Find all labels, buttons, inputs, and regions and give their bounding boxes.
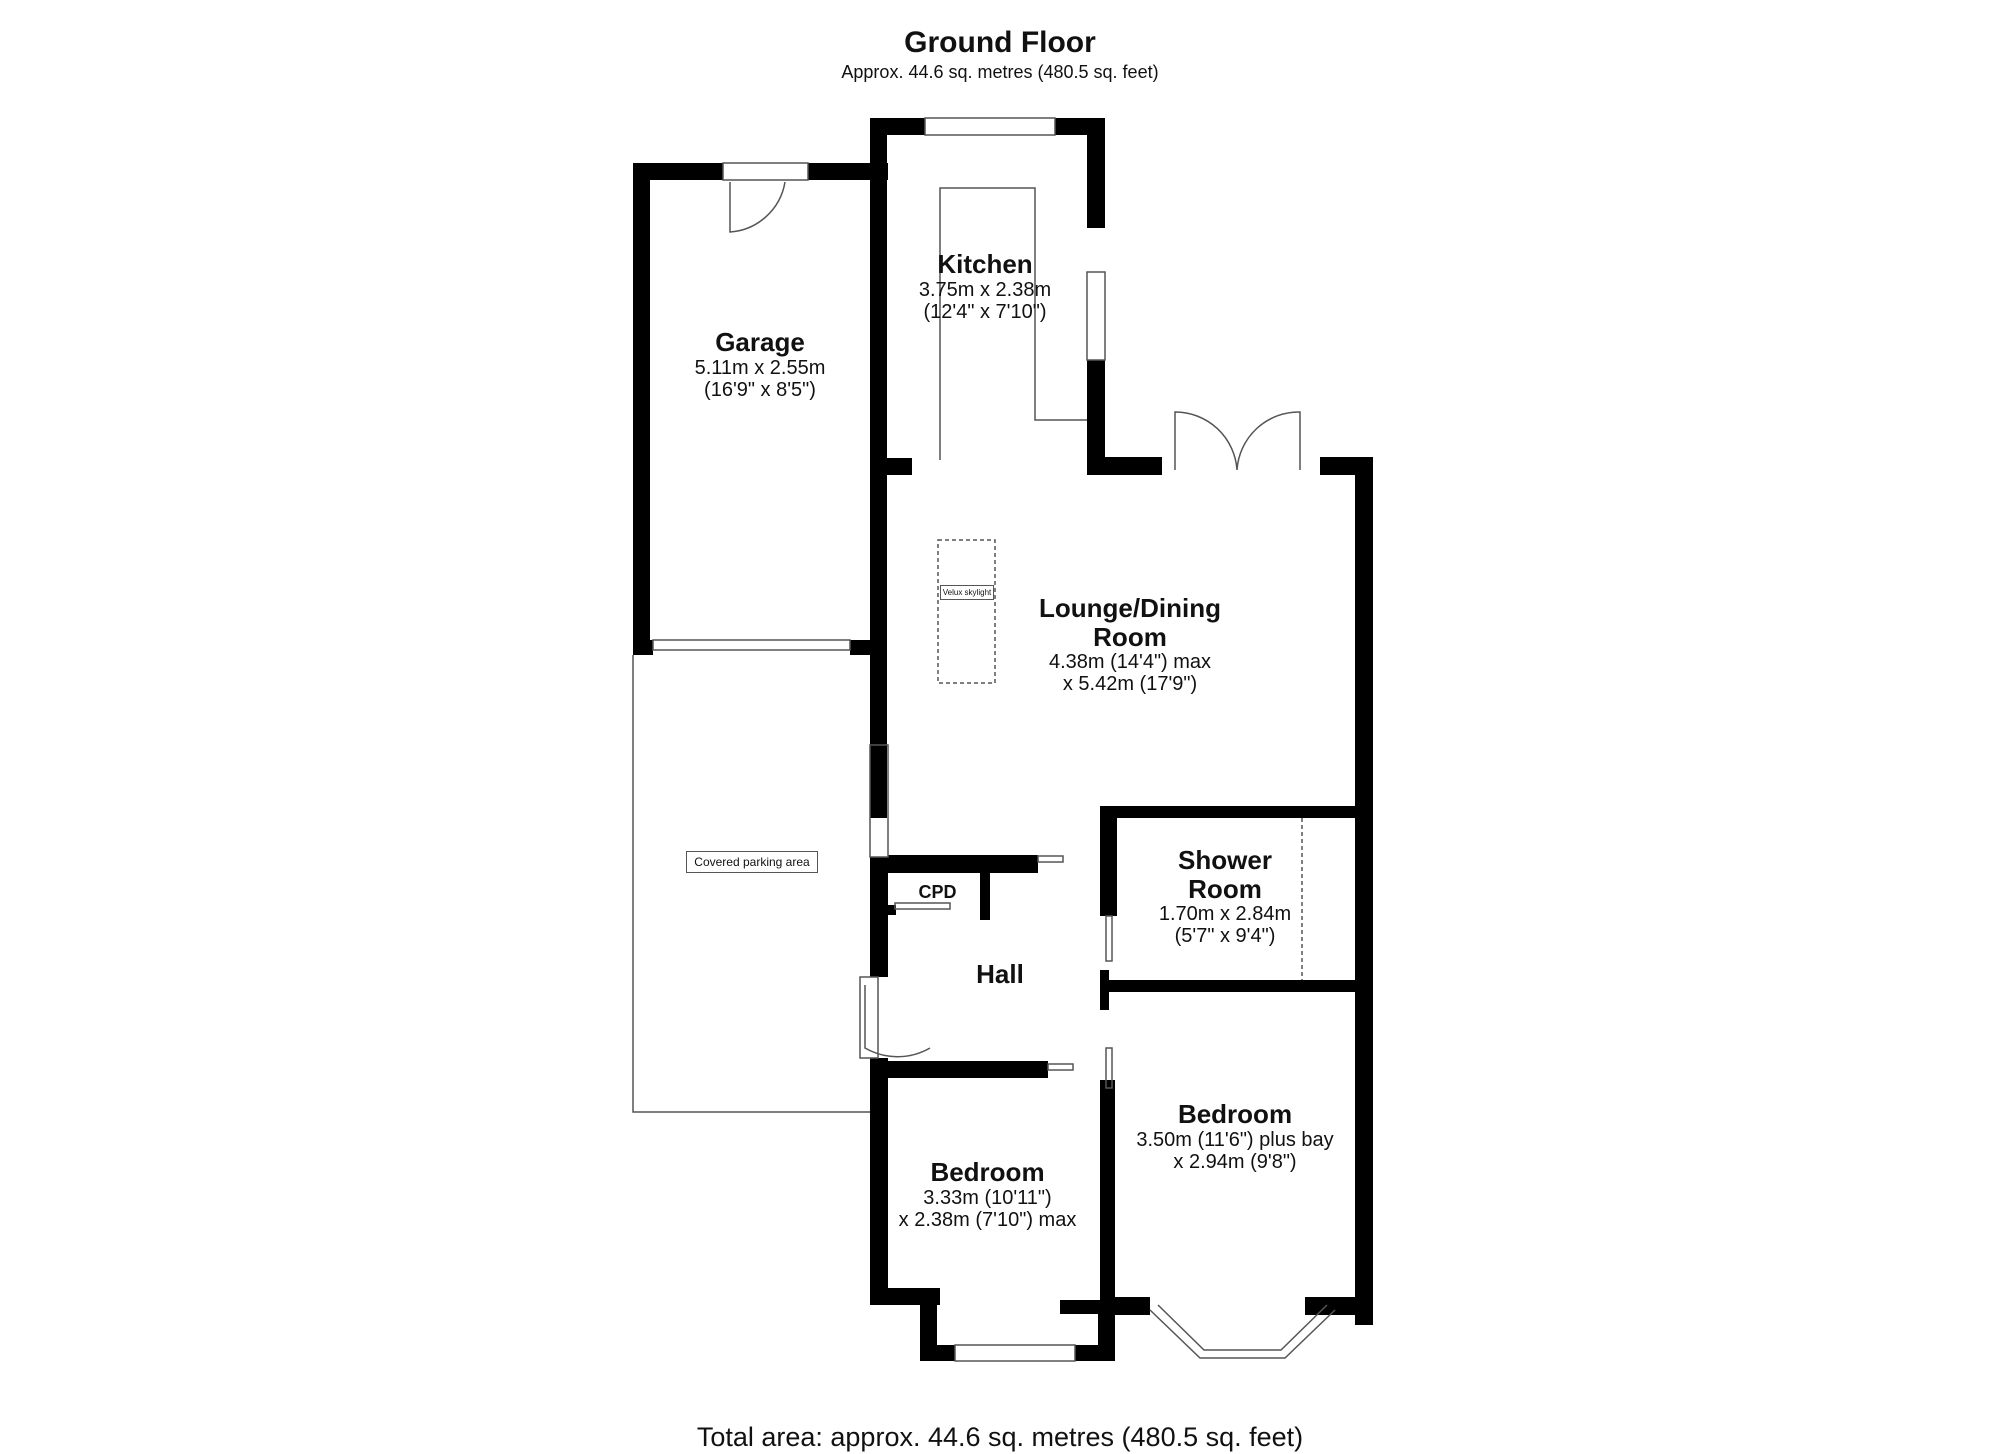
room-shower: Shower Room 1.70m x 2.84m (5'7" x 9'4") [1120, 846, 1330, 947]
room-name-line2: Room [1093, 621, 1167, 652]
room-dimensions-imperial: (12'4" x 7'10") [923, 300, 1047, 323]
room-dimensions: 3.33m (10'11") [923, 1186, 1052, 1209]
room-name: CPD [918, 882, 957, 902]
floor-title: Ground Floor [904, 26, 1096, 59]
walls [633, 118, 1373, 1361]
skylight-label: Velux skylight [940, 585, 994, 600]
fixtures [632, 117, 1336, 1362]
room-dimensions-2: x 2.38m (7'10") max [898, 1208, 1077, 1231]
room-lounge-dining: Lounge/Dining Room 4.38m (14'4") max x 5… [980, 594, 1280, 695]
room-dimensions: 4.38m (14'4") max [1048, 651, 1212, 674]
room-dimensions: 5.11m x 2.55m [694, 356, 826, 379]
room-dimensions: 3.75m x 2.38m [918, 278, 1052, 301]
total-area: Total area: approx. 44.6 sq. metres (480… [696, 1422, 1304, 1452]
room-name: Kitchen [937, 249, 1033, 279]
room-dimensions: 3.50m (11'6") plus bay [1136, 1128, 1334, 1151]
floor-area-subtitle: Approx. 44.6 sq. metres (480.5 sq. feet) [841, 62, 1159, 82]
room-name: Bedroom [1177, 1099, 1293, 1129]
room-dimensions-imperial: (16'9" x 8'5") [704, 378, 816, 401]
room-bedroom-left: Bedroom 3.33m (10'11") x 2.38m (7'10") m… [880, 1158, 1095, 1231]
room-name: Hall [976, 959, 1024, 989]
room-name: Lounge/Dining [1039, 593, 1221, 623]
room-dimensions-2: x 5.42m (17'9") [1062, 673, 1198, 696]
room-name: Garage [715, 327, 805, 357]
room-dimensions-imperial: (5'7" x 9'4") [1174, 925, 1276, 948]
room-garage: Garage 5.11m x 2.55m (16'9" x 8'5") [640, 328, 880, 401]
room-dimensions-2: x 2.94m (9'8") [1173, 1150, 1297, 1173]
room-kitchen: Kitchen 3.75m x 2.38m (12'4" x 7'10") [880, 250, 1090, 323]
covered-parking-label: Covered parking area [686, 851, 818, 873]
room-name: Shower [1178, 845, 1272, 875]
room-name-line2: Room [1188, 873, 1262, 904]
room-bedroom-right: Bedroom 3.50m (11'6") plus bay x 2.94m (… [1115, 1100, 1355, 1173]
room-cpd: CPD [900, 882, 975, 903]
room-name: Bedroom [930, 1157, 1045, 1187]
room-dimensions: 1.70m x 2.84m [1158, 903, 1292, 926]
room-hall: Hall [950, 960, 1050, 989]
